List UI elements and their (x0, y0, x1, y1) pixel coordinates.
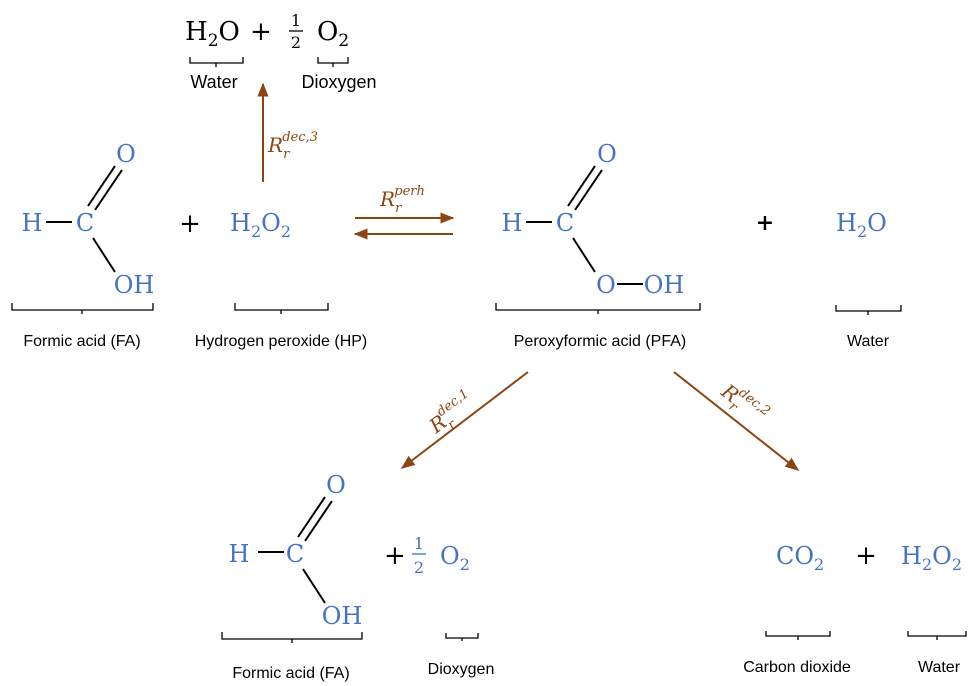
dec1-plus: + (384, 541, 406, 571)
fraction-denominator: 2 (291, 33, 301, 52)
top-water-formula: H2O (185, 17, 240, 51)
dec1-dioxygen-bracket (445, 633, 479, 641)
dec1-dioxygen-formula: O2 (440, 542, 470, 574)
top-plus: + (250, 17, 272, 47)
pfa-oh-group: OH (644, 271, 685, 299)
fa-oh-group: OH (114, 271, 155, 299)
top-dioxygen-formula: O2 (317, 17, 349, 51)
fa-o-atom: O (116, 140, 136, 168)
hp-formula: H2O2 (230, 209, 291, 241)
pfa-bracket (495, 303, 701, 314)
formic-acid-structure: H C O OH (22, 140, 155, 299)
top-dioxygen-bracket (317, 57, 349, 67)
dec1-arrow (400, 371, 529, 469)
dec2-hp-formula: H2O2 (901, 542, 962, 574)
co2-bracket (765, 631, 831, 640)
dec1-dioxygen-label: Dioxygen (428, 661, 495, 678)
hp-label: Hydrogen peroxide (HP) (195, 333, 368, 350)
dec1-half-fraction: 1 2 (412, 534, 426, 577)
hp-bracket (234, 303, 329, 314)
fa-bracket (11, 303, 154, 314)
fraction-numerator: 1 (291, 11, 301, 30)
top-water-bracket (189, 57, 244, 67)
pfa-o-atom-2: O (596, 271, 616, 299)
fa-h-atom: H (22, 209, 43, 237)
co2-formula: CO2 (776, 542, 824, 574)
dec2-water-label: Water (918, 659, 961, 676)
dec1-formic-acid-structure: H C O OH (229, 471, 363, 630)
top-water-label: Water (190, 72, 237, 92)
dec3-rate-label: Rrdec,3 (267, 130, 318, 162)
dec2-rate-label: Rrdec,2 (713, 376, 773, 433)
product-water-formula: H2O (836, 209, 887, 241)
product-plus: + (756, 210, 774, 236)
dec1-c-atom: C (286, 540, 304, 568)
fa-label: Formic acid (FA) (23, 333, 140, 350)
dec1-oh-group: OH (322, 602, 363, 630)
pfa-h-atom: H (502, 209, 523, 237)
product-water-label: Water (847, 333, 890, 350)
fa-c-atom: C (76, 209, 94, 237)
reactant-plus: + (179, 209, 201, 239)
dec1-h-atom: H (229, 540, 250, 568)
top-half-fraction: 1 2 (289, 11, 303, 52)
dec1-o-atom: O (326, 471, 346, 499)
pfa-c-atom: C (556, 209, 574, 237)
top-dioxygen-label: Dioxygen (301, 72, 376, 92)
dec2-water-bracket (907, 631, 967, 640)
product-water-bracket (835, 305, 902, 315)
pfa-label: Peroxyformic acid (PFA) (514, 333, 686, 350)
pfa-o-atom: O (597, 140, 617, 168)
dec1-fraction-numerator: 1 (414, 534, 424, 553)
perh-rate-label: Rrperh (379, 184, 425, 216)
dec1-fraction-denominator: 2 (414, 558, 424, 577)
co2-label: Carbon dioxide (743, 659, 851, 676)
dec2-plus: + (855, 541, 877, 571)
dec2-arrow (673, 371, 800, 471)
dec1-fa-bracket (221, 632, 363, 643)
dec1-fa-label: Formic acid (FA) (232, 665, 349, 682)
svg-text:Rrdec,2: Rrdec,2 (713, 376, 773, 433)
pfa-structure: H C O O OH (502, 140, 685, 299)
